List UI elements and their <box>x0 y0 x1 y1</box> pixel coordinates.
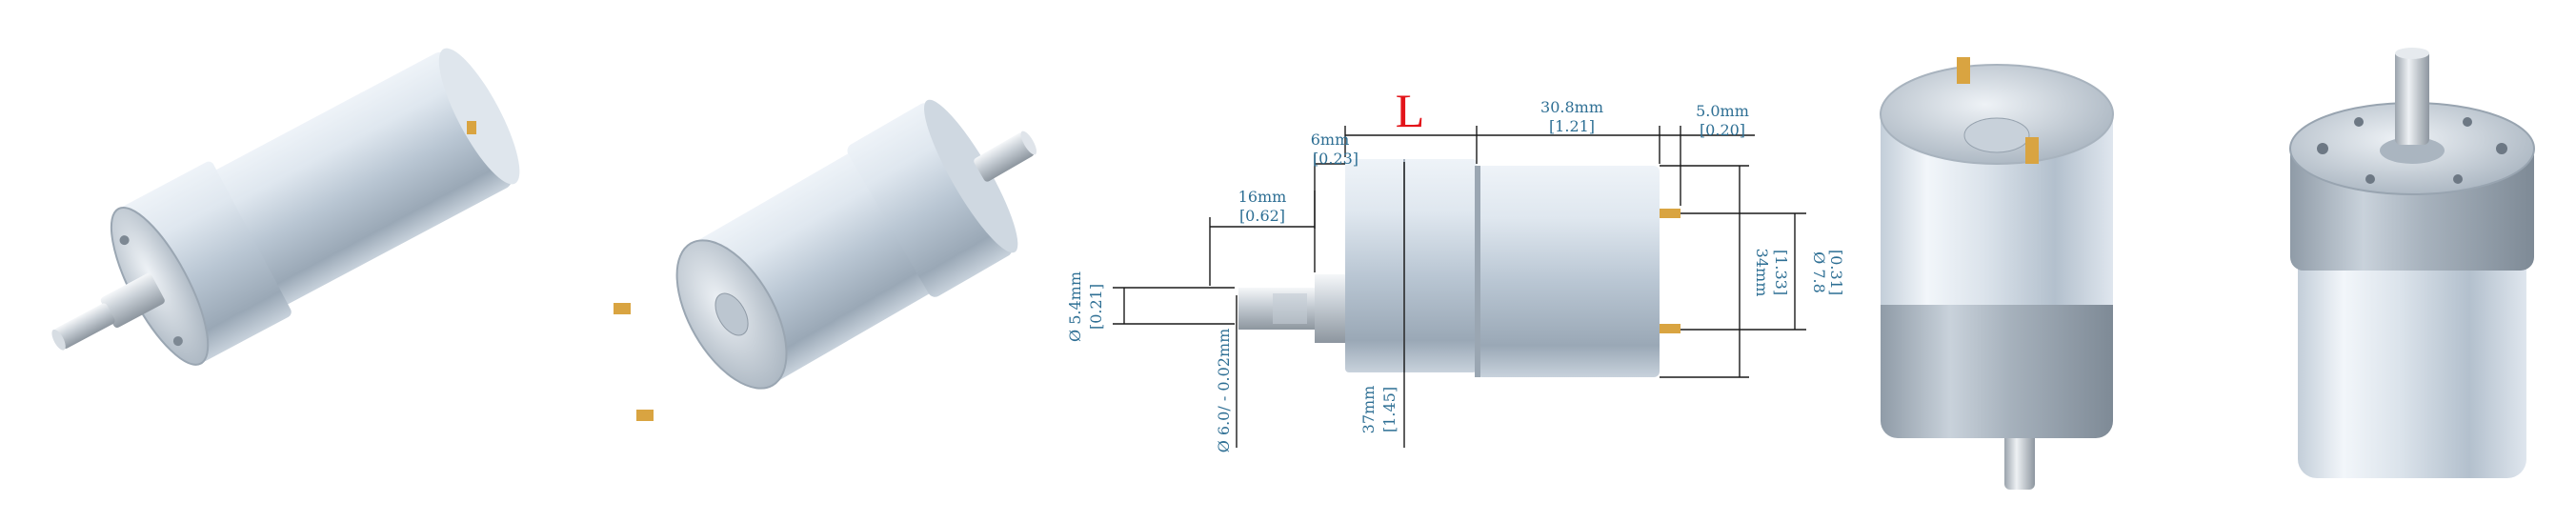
dim-gearbox-offset-in: [0.23] <box>1313 150 1358 168</box>
terminal-tab <box>614 303 631 314</box>
dim-gearbox-diameter-mm: 37mm <box>1359 386 1378 434</box>
dim-terminal-spacing-in: [1.33] <box>1772 250 1790 295</box>
dim-terminal-length-mm: 5.0mm <box>1696 102 1749 120</box>
dim-shaft-flat-in: [0.21] <box>1087 284 1105 330</box>
dim-gearbox-diameter-in: [1.45] <box>1380 387 1399 432</box>
motor-photo-angled-rear <box>614 99 1037 421</box>
terminal-tab <box>1957 57 1970 84</box>
photo-output-shaft <box>2395 50 2429 145</box>
dim-motor-length-mm: 30.8mm <box>1540 98 1603 116</box>
dim-terminal-diameter-in: [0.31] <box>1827 250 1845 295</box>
drawing-gearbox <box>1345 159 1477 372</box>
dim-terminal-diameter-mm: Ø 7.8 <box>1810 251 1828 293</box>
motor-photo-upright-front <box>2289 48 2535 478</box>
terminal-tab <box>636 410 654 421</box>
dim-motor-length-in: [1.21] <box>1549 117 1595 135</box>
dimension-drawing: L 30.8mm [1.21] 5.0mm [0.20] 6mm [0.23] … <box>1066 84 1845 452</box>
dim-gearbox-offset-mm: 6mm <box>1311 130 1350 149</box>
drawing-collar <box>1315 274 1347 343</box>
terminal-tab <box>467 121 476 134</box>
drawing-motor-body <box>1477 166 1660 377</box>
dim-shaft-flat-mm: Ø 5.4mm <box>1066 271 1084 342</box>
dim-shaft-length-mm: 16mm <box>1238 188 1287 206</box>
drawing-terminal-bottom <box>1660 324 1680 333</box>
drawing-terminal-top <box>1660 209 1680 218</box>
dim-shaft-length-in: [0.62] <box>1239 207 1285 225</box>
motor-photo-angled-front <box>51 48 520 366</box>
dim-terminal-spacing-mm: 34mm <box>1753 249 1771 297</box>
motor-photo-upright-rear <box>1880 57 2114 490</box>
dim-terminal-length-in: [0.20] <box>1700 121 1745 139</box>
terminal-tab <box>2025 137 2039 164</box>
length-marker: L <box>1396 84 1425 137</box>
dim-shaft-diameter: Ø 6.0/ - 0.02mm <box>1215 329 1233 453</box>
